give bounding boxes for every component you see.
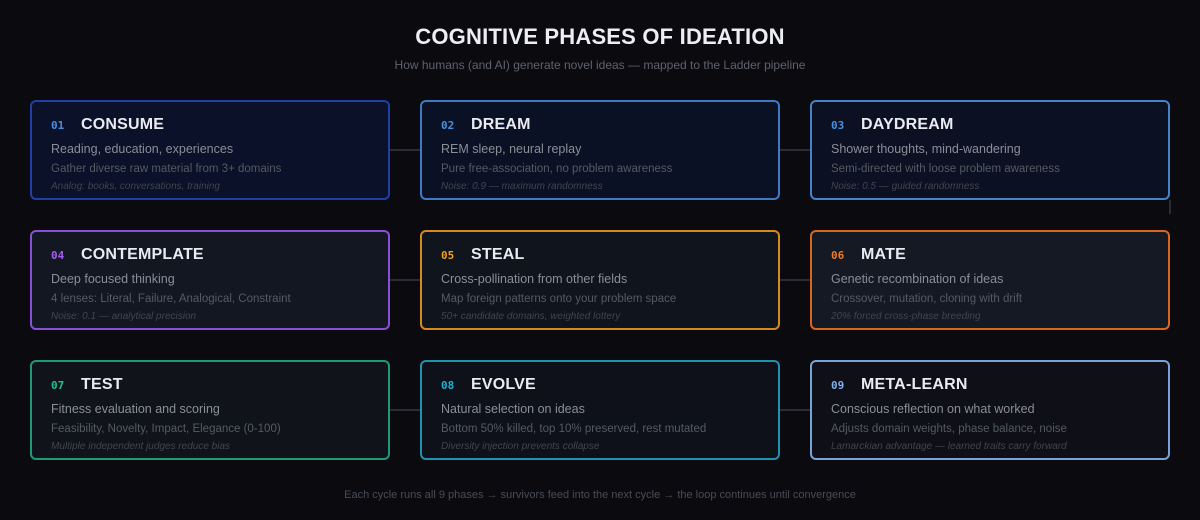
phase-note: 20% forced cross-phase breeding (831, 311, 981, 322)
phase-description: 4 lenses: Literal, Failure, Analogical, … (51, 293, 291, 305)
page-subtitle: How humans (and AI) generate novel ideas… (394, 58, 806, 72)
phase-card-contemplate: 04 CONTEMPLATE Deep focused thinking 4 le… (30, 230, 390, 330)
phase-number: 08 (441, 379, 455, 392)
phase-analogy: Natural selection on ideas (441, 402, 585, 416)
page-title: COGNITIVE PHASES OF IDEATION (415, 24, 785, 49)
phase-number: 04 (51, 249, 65, 262)
phase-name: DAYDREAM (861, 116, 954, 133)
phase-analogy: Conscious reflection on what worked (831, 402, 1035, 416)
connector-05-06 (780, 279, 810, 281)
phase-name: TEST (81, 376, 123, 393)
phase-description: Pure free-association, no problem awaren… (441, 163, 673, 175)
phase-name: STEAL (471, 246, 525, 263)
phase-number: 05 (441, 249, 455, 262)
connector-01-02 (390, 149, 420, 151)
phase-note: Noise: 0.1 — analytical precision (51, 311, 197, 322)
phase-card-dream: 02 DREAM REM sleep, neural replay Pure fr… (420, 100, 780, 200)
phase-analogy: Reading, education, experiences (51, 142, 234, 156)
phase-analogy: Fitness evaluation and scoring (51, 402, 220, 416)
phase-card-test: 07 TEST Fitness evaluation and scoring Fe… (30, 360, 390, 460)
phase-note: Multiple independent judges reduce bias (51, 441, 231, 452)
phase-name: CONTEMPLATE (81, 246, 204, 263)
connector-03-down (1169, 200, 1171, 214)
phase-card-daydream: 03 DAYDREAM Shower thoughts, mind-wanderi… (810, 100, 1170, 200)
phase-description: Crossover, mutation, cloning with drift (831, 293, 1023, 305)
phase-name: DREAM (471, 116, 531, 133)
phase-analogy: REM sleep, neural replay (441, 142, 582, 156)
phase-card-consume: 01 CONSUME Reading, education, experience… (30, 100, 390, 200)
phase-note: Lamarckian advantage — learned traits ca… (831, 441, 1067, 452)
connector-02-03 (780, 149, 810, 151)
phase-description: Gather diverse raw material from 3+ doma… (51, 163, 282, 175)
phase-card-meta-learn: 09 META-LEARN Conscious reflection on wha… (810, 360, 1170, 460)
phase-number: 09 (831, 379, 845, 392)
phase-description: Map foreign patterns onto your problem s… (441, 293, 677, 305)
phase-analogy: Shower thoughts, mind-wandering (831, 142, 1021, 156)
phase-number: 06 (831, 249, 845, 262)
phase-note: Analog: books, conversations, training (51, 181, 220, 192)
connector-04-05 (390, 279, 420, 281)
phase-note: 50+ candidate domains, weighted lottery (441, 311, 621, 322)
phase-card-mate: 06 MATE Genetic recombination of ideas Cr… (810, 230, 1170, 330)
phase-analogy: Genetic recombination of ideas (831, 272, 1004, 286)
phase-description: Bottom 50% killed, top 10% preserved, re… (441, 423, 707, 435)
phase-number: 02 (441, 119, 455, 132)
phase-name: EVOLVE (471, 376, 536, 393)
phase-description: Feasibility, Novelty, Impact, Elegance (… (51, 423, 281, 435)
footer-caption: Each cycle runs all 9 phases → survivors… (344, 489, 856, 501)
phase-description: Adjusts domain weights, phase balance, n… (831, 423, 1067, 435)
phase-name: CONSUME (81, 116, 165, 133)
phase-number: 07 (51, 379, 65, 392)
phase-note: Diversity injection prevents collapse (441, 441, 600, 452)
phase-note: Noise: 0.5 — guided randomness (831, 181, 980, 192)
phase-note: Noise: 0.9 — maximum randomness (441, 181, 603, 192)
connector-08-09 (780, 409, 810, 411)
phase-name: META-LEARN (861, 376, 968, 393)
phase-card-steal: 05 STEAL Cross-pollination from other fie… (420, 230, 780, 330)
phase-analogy: Cross-pollination from other fields (441, 272, 628, 286)
phase-name: MATE (861, 246, 906, 263)
phase-number: 03 (831, 119, 845, 132)
phase-card-evolve: 08 EVOLVE Natural selection on ideas Bott… (420, 360, 780, 460)
connector-07-08 (390, 409, 420, 411)
phase-description: Semi-directed with loose problem awarene… (831, 163, 1060, 175)
phase-analogy: Deep focused thinking (51, 272, 175, 286)
phase-number: 01 (51, 119, 65, 132)
